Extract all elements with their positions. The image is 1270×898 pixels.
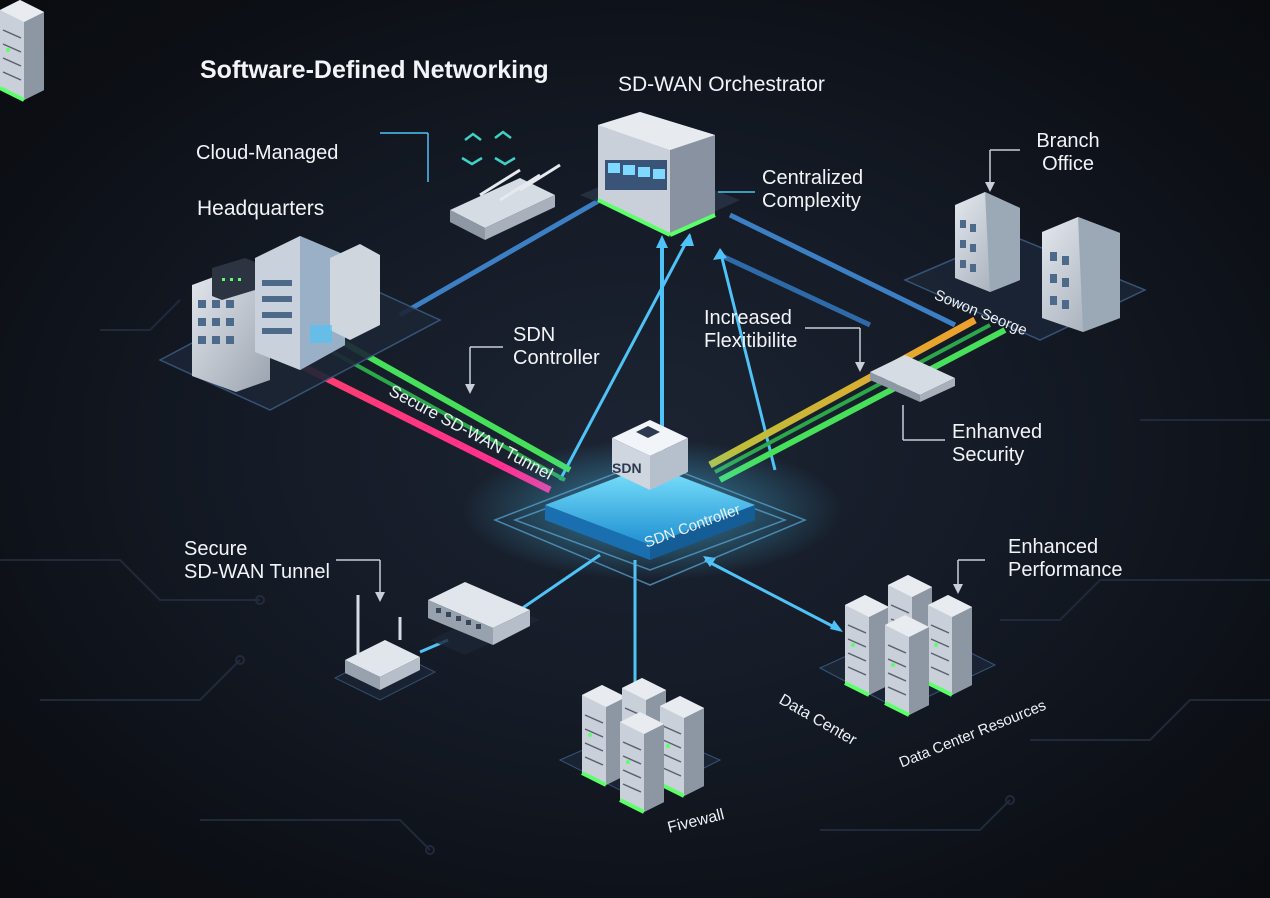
sdn-controller-label-2: Controller (513, 347, 600, 369)
flexibility-label-2: Flexitibilite (704, 330, 798, 352)
headquarters-group (158, 236, 442, 411)
performance-label-1: Enhanced (1008, 536, 1099, 558)
orchestrator-label: SD-WAN Orchestrator (618, 73, 825, 96)
links (398, 197, 957, 328)
data-center-servers (818, 559, 997, 717)
page-title: Software-Defined Networking (200, 56, 549, 84)
switch-group (428, 582, 540, 655)
tunnel-label-2: SD-WAN Tunnel (184, 561, 330, 583)
cloud-router-group (380, 130, 561, 240)
sdn-controller-label-1: SDN (513, 324, 556, 346)
orchestrator-group (580, 112, 755, 237)
hub-icon-text: SDN (612, 460, 642, 476)
security-label-1: Enhanved (952, 421, 1043, 443)
branch-label-2: Office (1042, 153, 1094, 175)
firewall-servers (0, 0, 722, 814)
branch-office-group (903, 149, 1147, 341)
security-label-2: Security (952, 444, 1025, 466)
cloud-managed-label: Cloud-Managed (196, 142, 339, 164)
link-hq-orchestrator (398, 197, 602, 318)
headquarters-label: Headquarters (197, 197, 325, 220)
centralized-label-2: Complexity (762, 190, 861, 212)
wifi-router-group (333, 559, 437, 701)
link-orchestrator-branch (728, 212, 957, 328)
flexibility-label-1: Increased (704, 307, 792, 329)
branch-label-1: Branch (1036, 130, 1100, 152)
circuit-traces (0, 299, 1270, 855)
tunnel-label-1: Secure (184, 538, 248, 560)
centralized-label-1: Centralized (762, 167, 864, 189)
security-appliance-group (805, 327, 955, 441)
performance-label-2: Performance (1008, 559, 1123, 581)
sdn-hub (462, 420, 842, 586)
